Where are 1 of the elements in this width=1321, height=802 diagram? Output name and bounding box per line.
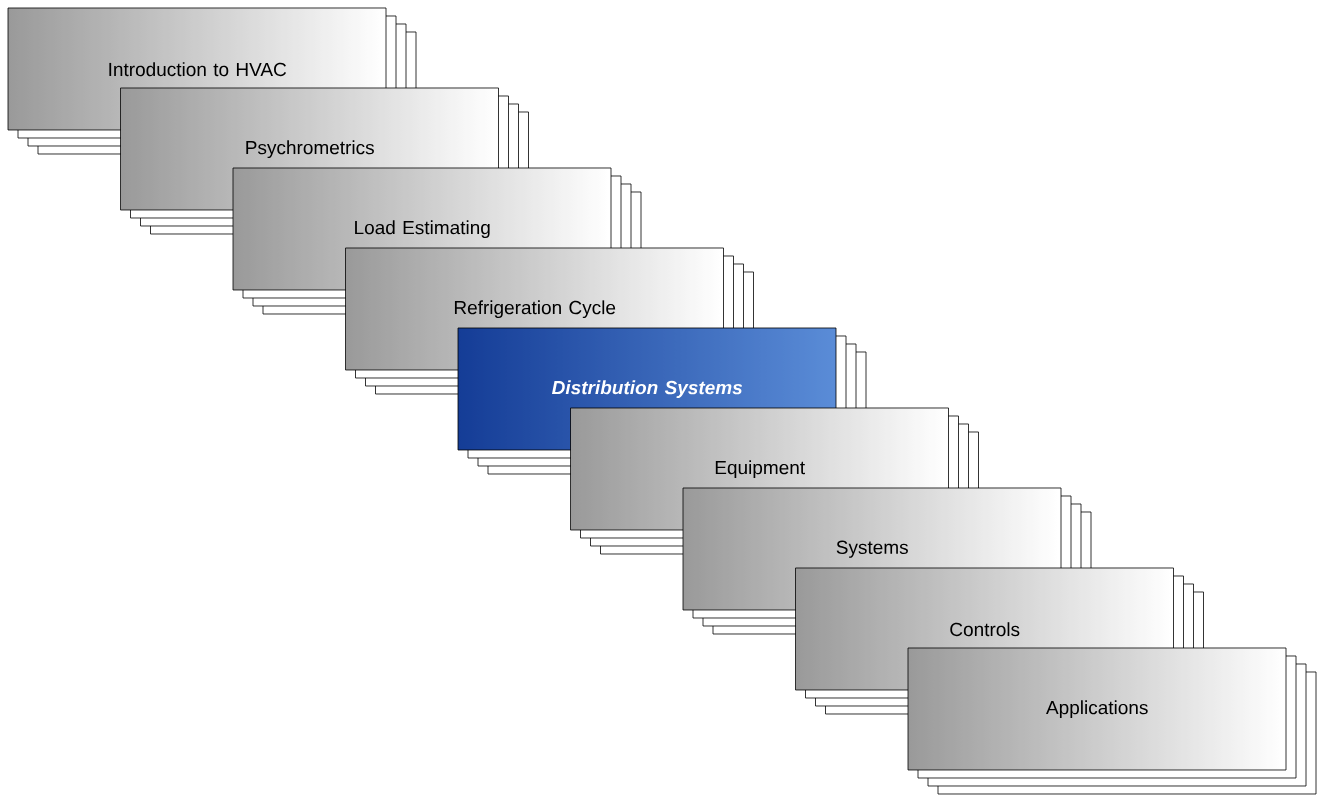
card-stack: Applications	[907, 647, 1317, 795]
